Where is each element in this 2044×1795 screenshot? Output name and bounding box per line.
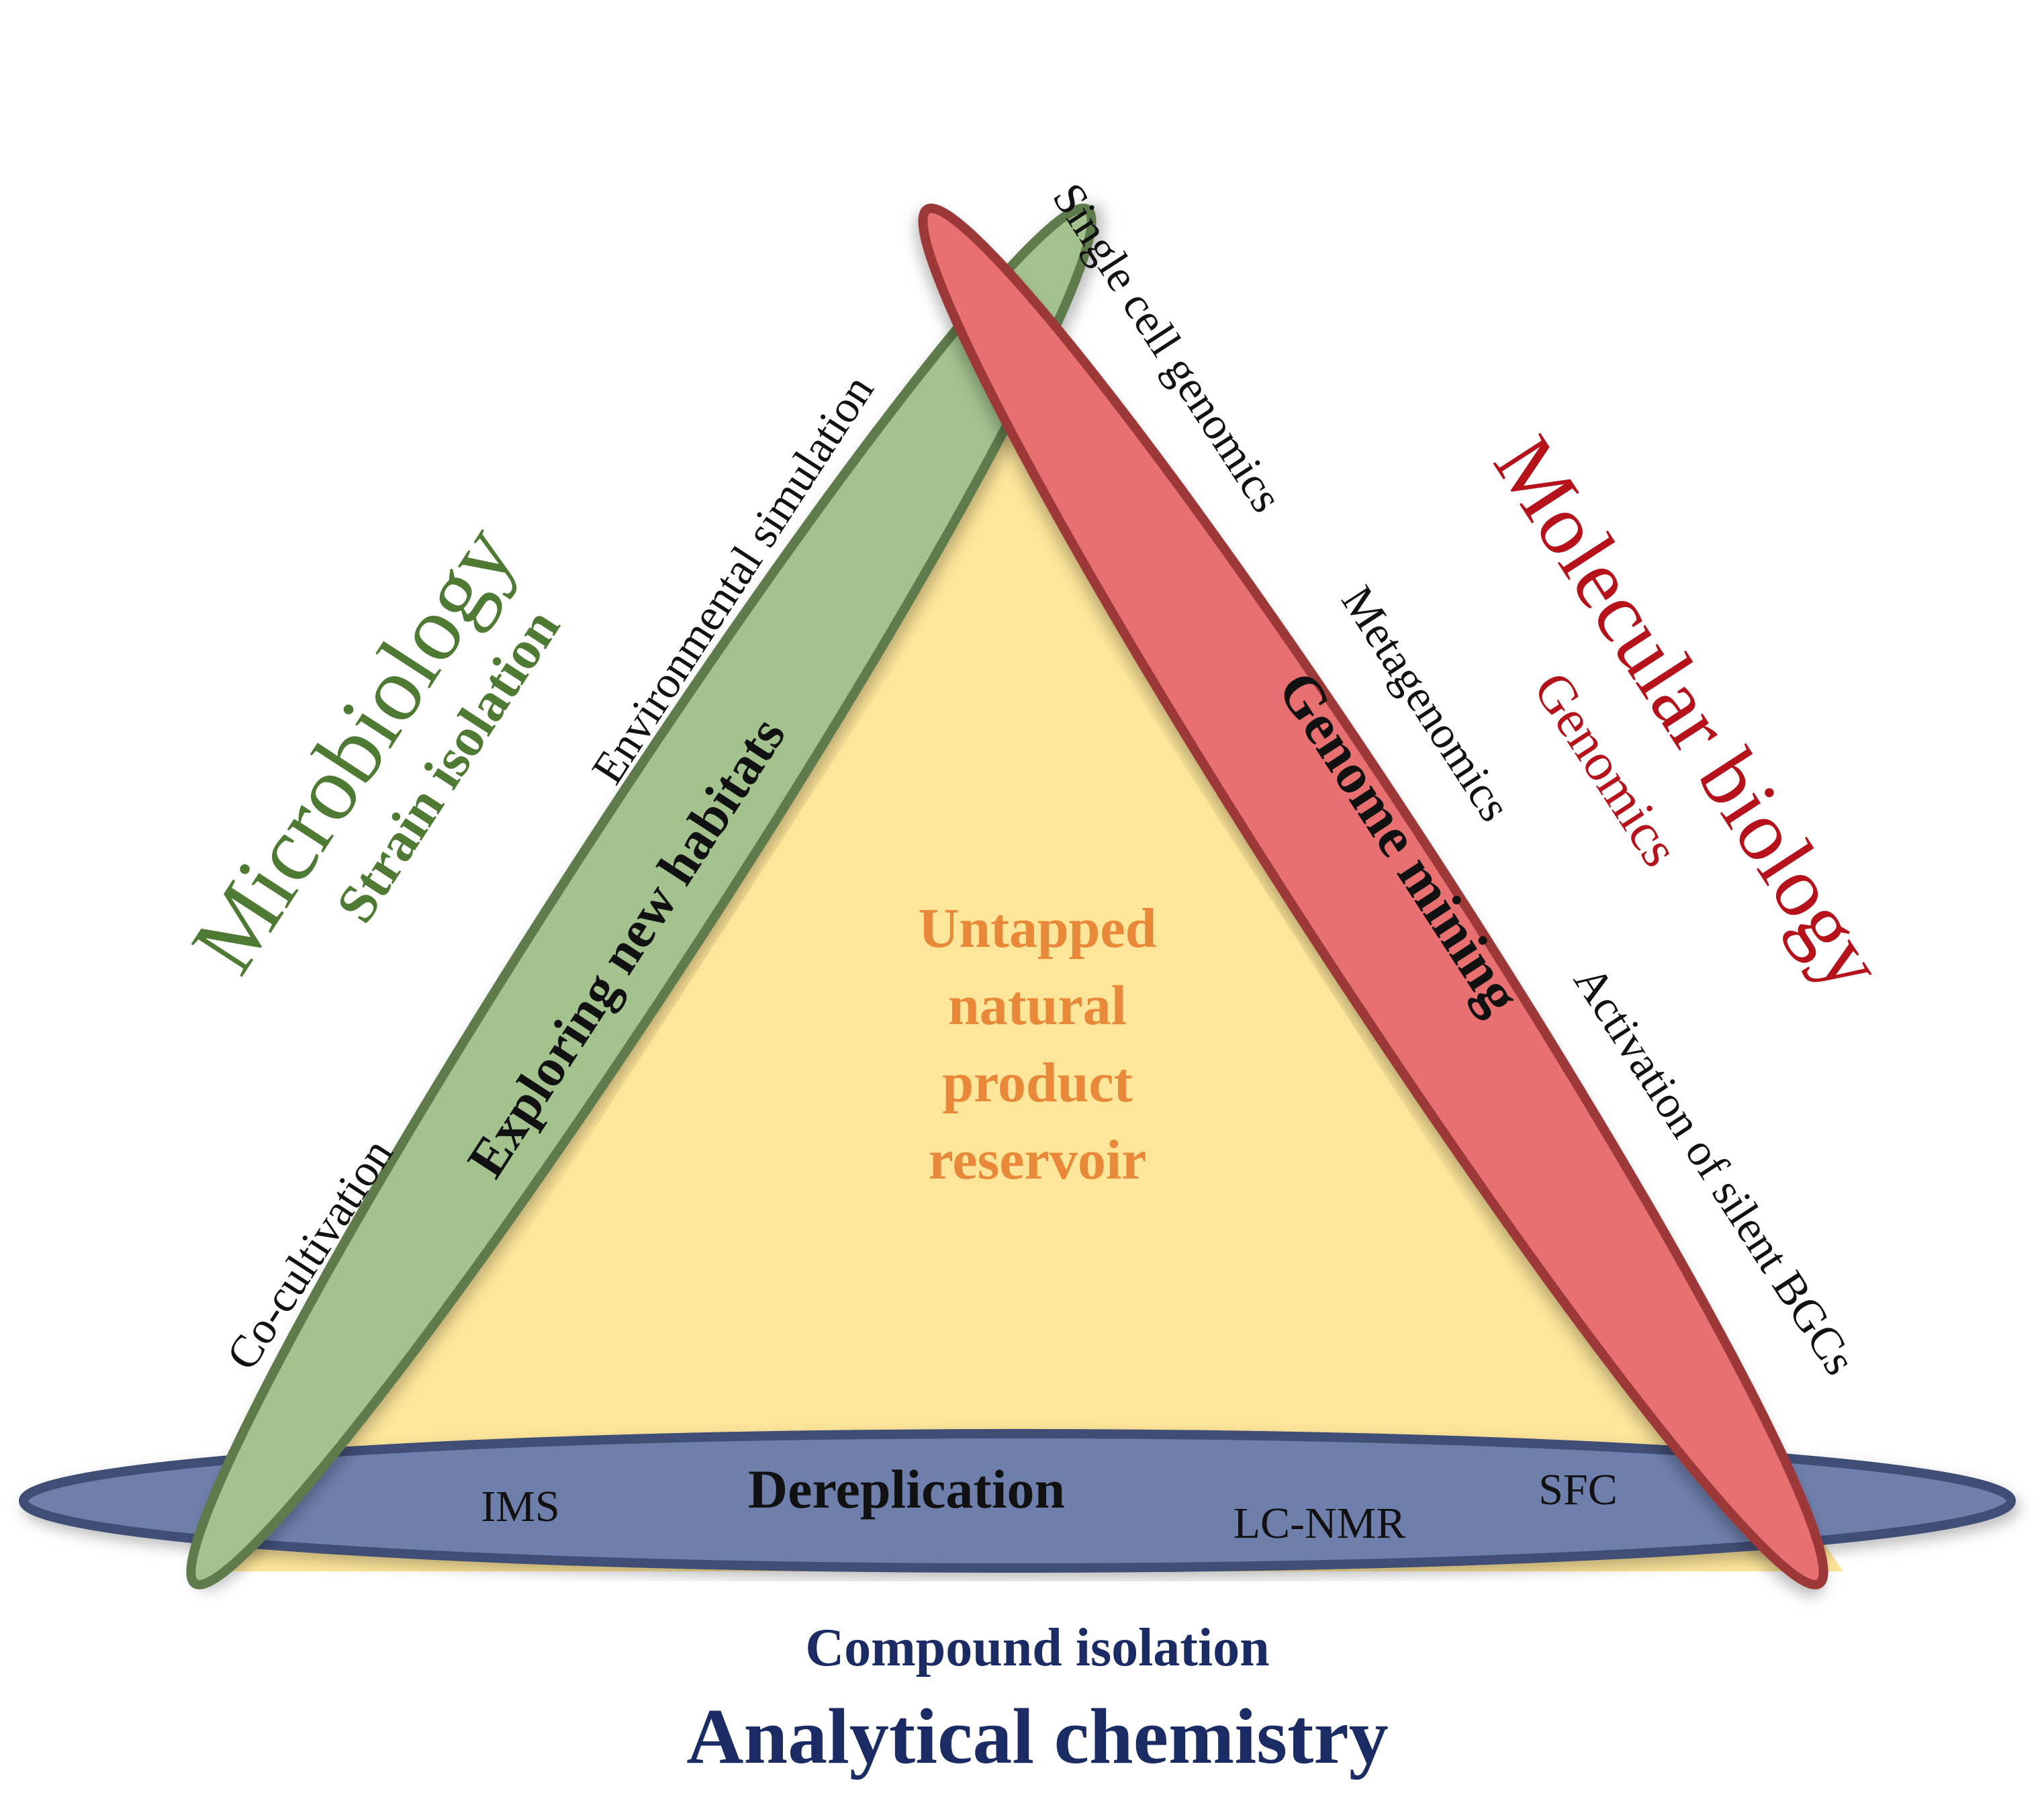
analytical-title: Analytical chemistry — [686, 1692, 1388, 1780]
analytical-method-ims: IMS — [481, 1482, 559, 1531]
center-triangle — [222, 383, 1843, 1571]
microbiology-ellipse — [186, 203, 1097, 1590]
center-line-4: reservoir — [929, 1129, 1147, 1191]
center-line-1: Untapped — [919, 897, 1157, 960]
analytical-method-lc-nmr: LC-NMR — [1234, 1499, 1406, 1548]
analytical-chemistry-ellipse — [19, 1429, 2016, 1573]
analytical-method-sfc: SFC — [1538, 1465, 1617, 1514]
analytical-subtitle: Compound isolation — [805, 1618, 1269, 1677]
center-line-2: natural — [948, 974, 1127, 1037]
analytical-main-label: Dereplication — [748, 1459, 1065, 1520]
molecular-biology-ellipse — [918, 203, 1828, 1590]
center-label: Untapped natural product reservoir — [919, 897, 1157, 1191]
center-line-3: product — [942, 1052, 1132, 1114]
